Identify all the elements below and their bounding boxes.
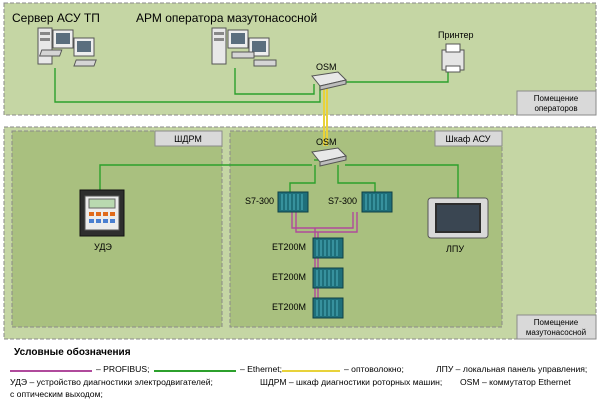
fiber-link <box>323 86 328 146</box>
legend-ude-def-1: УДЭ – устройство диагностики электродвиг… <box>10 377 213 387</box>
shdrm-label-box <box>154 130 223 147</box>
operators-room-label-line1: Помещение <box>534 94 579 103</box>
shdrm-label: ШДРМ <box>174 134 202 144</box>
et200m-label-3: ET200M <box>272 302 306 312</box>
s7-300-label-left: S7-300 <box>245 196 274 206</box>
legend-osm-def: OSM – коммутатор Ethernet <box>460 377 571 387</box>
operators-room-label-line2: операторов <box>534 104 577 113</box>
legend-line-profibus <box>10 370 92 372</box>
s7-300-rack-icon-left <box>277 191 309 213</box>
osm-label-top: OSM <box>316 62 337 72</box>
pump-room-label-line1: Помещение <box>534 318 579 327</box>
osm-switch-icon-top <box>311 71 347 91</box>
legend-shdrm-def: ШДРМ – шкаф диагностики роторных машин; <box>260 377 443 387</box>
asu-cabinet-label: Шкаф АСУ <box>445 134 490 144</box>
pump-room-label-line2: мазутонасосной <box>526 328 586 337</box>
legend-line-fiber <box>282 370 340 372</box>
legend-profibus: – PROFIBUS; <box>96 364 150 374</box>
pump-room-label-box <box>516 314 597 340</box>
legend-line-ethernet <box>154 370 236 372</box>
s7-300-rack-icon-right <box>361 191 393 213</box>
operators-room-zone <box>3 2 597 116</box>
legend: Условные обозначения – PROFIBUS; – Ether… <box>0 345 600 402</box>
et200m-rack-icon-3 <box>312 297 344 319</box>
osm-label-bottom: OSM <box>316 137 337 147</box>
osm-switch-icon-bottom <box>311 147 347 167</box>
server-icon <box>37 27 97 67</box>
legend-lpu-def: ЛПУ – локальная панель управления; <box>436 364 588 374</box>
ude-label: УДЭ <box>94 242 112 252</box>
printer-icon <box>441 43 465 73</box>
s7-300-label-right: S7-300 <box>328 196 357 206</box>
arm-label: АРМ оператора мазутонасосной <box>136 11 317 25</box>
legend-ude-def-2: с оптическим выходом; <box>10 389 103 399</box>
legend-ethernet: – Ethernet; <box>240 364 283 374</box>
asu-cabinet-label-box <box>434 130 503 147</box>
legend-title: Условные обозначения <box>14 347 131 358</box>
operators-room-label-box <box>516 90 597 116</box>
et200m-label-2: ET200M <box>272 272 306 282</box>
et200m-rack-icon-2 <box>312 267 344 289</box>
ude-device-icon <box>79 189 125 237</box>
legend-fiber: – оптоволокно; <box>344 364 404 374</box>
lpu-panel-icon <box>427 197 489 239</box>
et200m-label-1: ET200M <box>272 242 306 252</box>
lpu-label: ЛПУ <box>446 244 464 254</box>
ethernet-links-operators <box>54 68 449 103</box>
network-diagram: Помещение операторов Помещение мазутонас… <box>3 2 597 340</box>
printer-label: Принтер <box>438 30 474 40</box>
workstation-icon <box>211 27 277 67</box>
et200m-rack-icon-1 <box>312 237 344 259</box>
server-label: Сервер АСУ ТП <box>12 11 100 25</box>
